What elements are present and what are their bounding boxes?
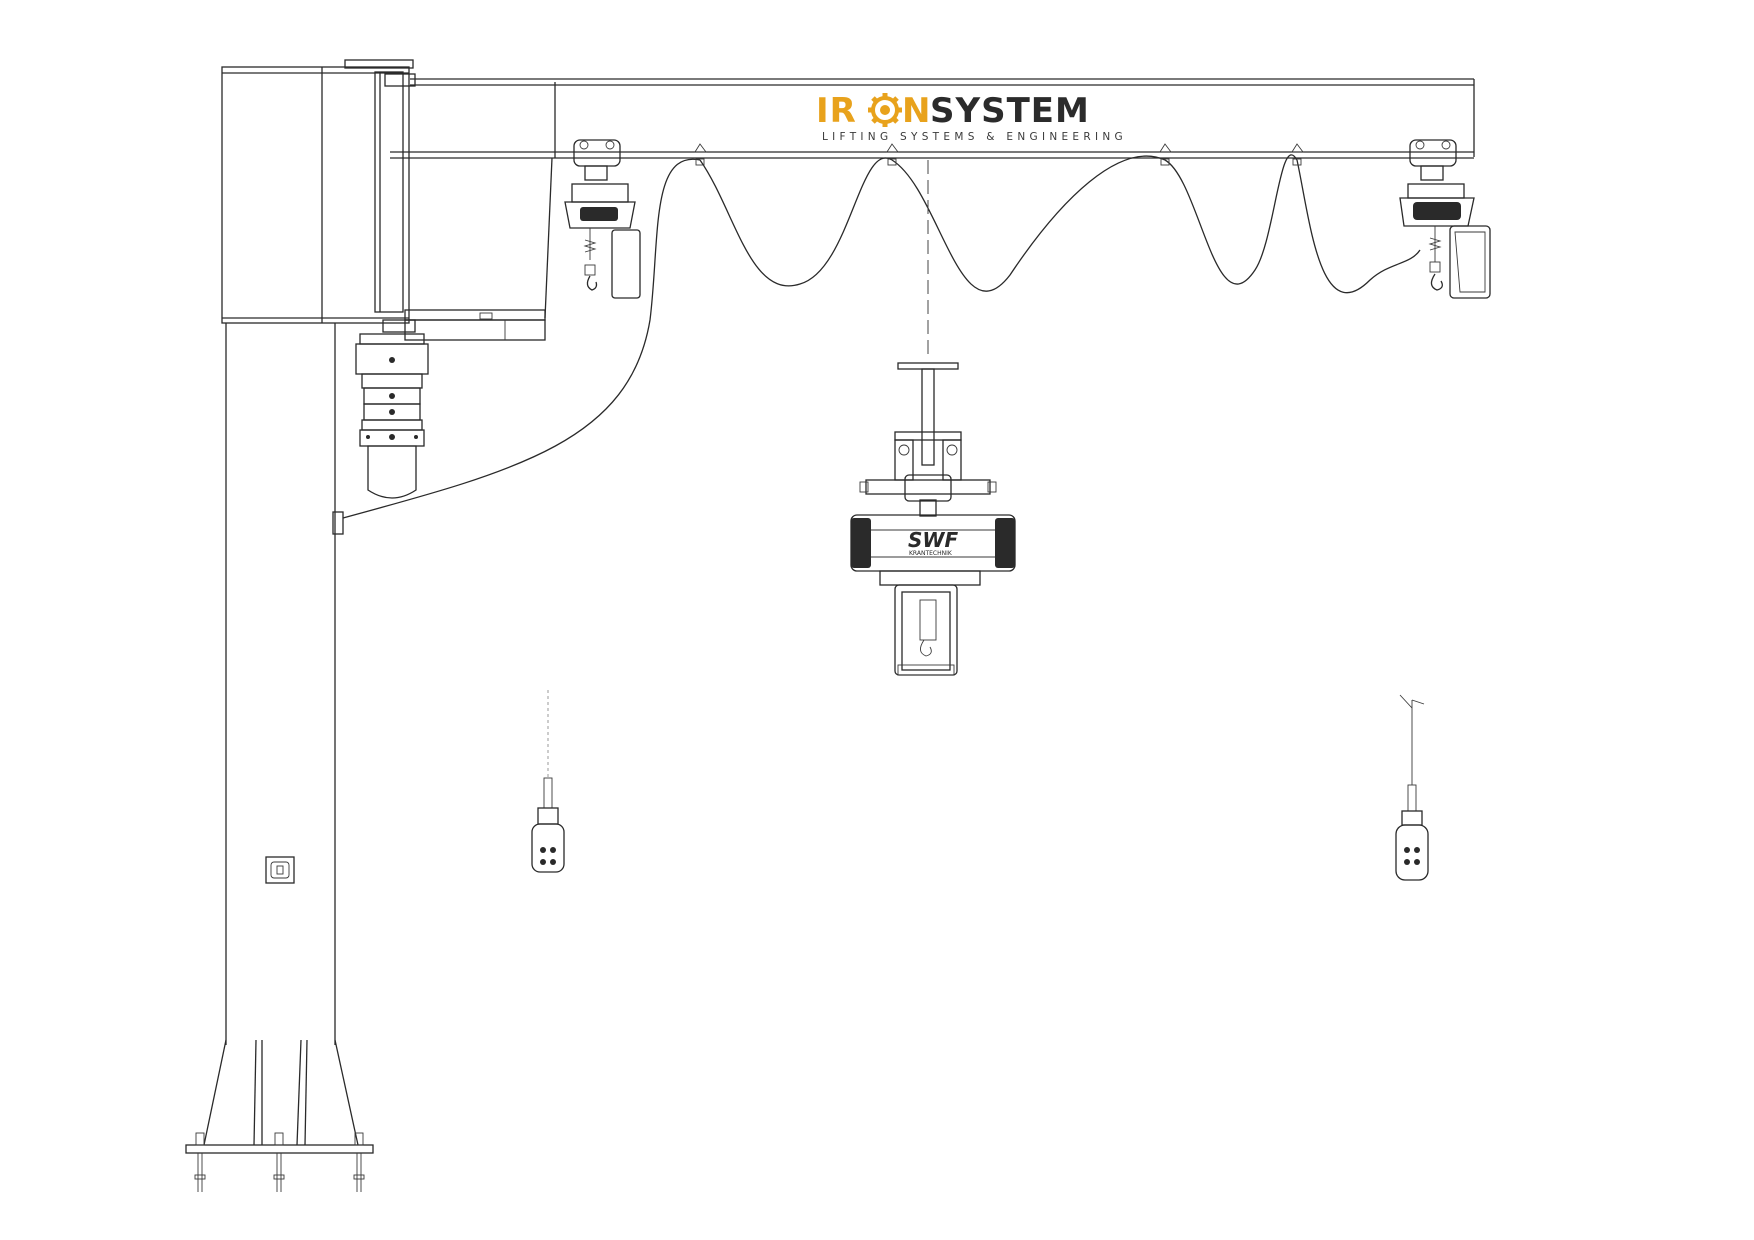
slewing-motor [355, 319, 429, 499]
swf-sub-label: KRANTECHNIK [909, 550, 953, 557]
right-chain-hoist [1399, 139, 1491, 299]
logo-accent-n: N [902, 91, 931, 131]
logo-accent-ir: IR [816, 91, 857, 131]
ironsystem-logo: IR N SYSTEM LIFTING SYSTEMS & ENGINEERIN… [816, 91, 1127, 143]
logo-tagline: LIFTING SYSTEMS & ENGINEERING [822, 131, 1127, 143]
swf-brand-label: SWF [908, 528, 958, 552]
pillar-column [185, 66, 410, 1192]
left-pendant-control [531, 690, 565, 873]
center-wire-rope-hoist: SWF KRANTECHNIK [850, 362, 1016, 676]
left-chain-hoist [564, 139, 641, 299]
logo-main-text: SYSTEM [930, 91, 1090, 131]
gear-icon [868, 93, 902, 127]
right-pendant-control [1395, 694, 1429, 881]
jib-arm [344, 59, 1475, 341]
